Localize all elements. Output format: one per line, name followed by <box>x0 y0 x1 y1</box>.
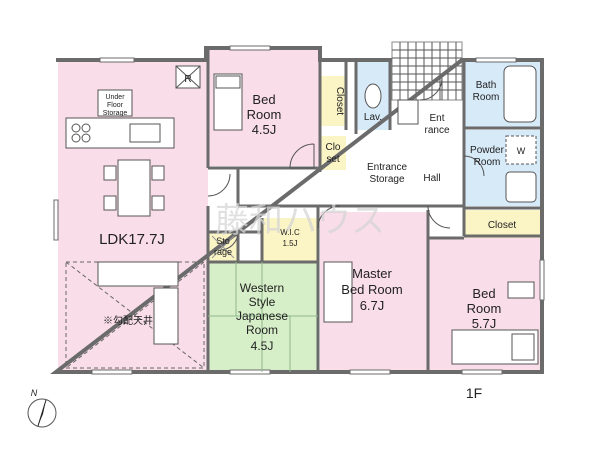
washer-mark: W <box>517 146 526 156</box>
compass-north-label: N <box>31 388 38 398</box>
ceiling-slope-box <box>65 261 205 369</box>
entrance-line1: Ent <box>429 113 444 124</box>
bedroom-top-name: Bed <box>252 92 275 107</box>
dining-table <box>103 159 165 217</box>
powder-line1: Powder <box>470 145 505 156</box>
bed-furniture-master <box>323 261 353 323</box>
closet-right-label: Closet <box>488 220 517 231</box>
under-floor-line-3: Storage <box>103 110 128 117</box>
entrance-tile <box>391 41 463 101</box>
storage-hatch <box>211 235 235 259</box>
shoe-rack <box>397 99 419 125</box>
bed-right-size: 5.7J <box>472 316 497 331</box>
door-swings <box>207 77 485 251</box>
wic-line1: W.I.C <box>280 228 300 237</box>
closet-small-line2: set <box>326 154 340 165</box>
japanese-line1: Western <box>240 281 284 295</box>
ldk-note: ※勾配天井 <box>103 314 153 327</box>
japanese-line3: Japanese <box>236 309 288 323</box>
r-mark-box <box>175 65 201 89</box>
floor-label: 1F <box>466 385 482 401</box>
bedroom-top-name2: Room <box>247 107 282 122</box>
japanese-line4: Room <box>246 323 278 337</box>
wic-line2: 1.5J <box>282 239 297 248</box>
master-line2: Bed Room <box>341 282 402 297</box>
lav-label: Lav. <box>364 112 382 123</box>
closet-right-area <box>464 210 540 238</box>
entrance-storage-line2: Storage <box>369 174 404 185</box>
bath-line2: Room <box>473 92 500 103</box>
closet-top-label: Closet <box>334 87 345 116</box>
hall-label: Hall <box>423 173 440 184</box>
windows <box>53 45 545 375</box>
japanese-line2: Style <box>249 295 276 309</box>
wic-area <box>262 218 318 262</box>
master-size: 6.7J <box>360 298 385 313</box>
bath-line1: Bath <box>476 80 497 91</box>
powder-line2: Room <box>474 157 501 168</box>
watermark: 藤和ハウス <box>215 201 385 241</box>
tatami-lines <box>208 262 318 372</box>
entrance-storage-line1: Entrance <box>367 162 407 173</box>
storage-line1: Sto <box>216 236 230 246</box>
bedroom-top-size: 4.5J <box>252 122 277 137</box>
storage-line2: rage <box>214 247 232 257</box>
under-floor-line-2: Floor <box>107 102 124 109</box>
closet-small-line1: Clo <box>325 142 340 153</box>
washing-machine-space <box>505 135 537 165</box>
toilet <box>364 83 382 109</box>
ldk-label: LDK17.7J <box>99 231 165 248</box>
compass-icon <box>27 398 57 428</box>
under-floor-storage-box <box>97 89 133 117</box>
under-floor-line-1: Under <box>105 94 125 101</box>
bed-right-line2: Room <box>467 301 502 316</box>
bathtub <box>503 65 537 123</box>
japanese-size: 4.5J <box>251 339 274 353</box>
r-mark: R <box>184 74 191 85</box>
master-line1: Master <box>352 266 392 281</box>
entrance-line2: rance <box>424 125 449 136</box>
kitchen-counter <box>65 117 175 149</box>
bed-right-line1: Bed <box>472 286 495 301</box>
closet-top-area <box>320 76 346 126</box>
sink <box>505 171 537 203</box>
japanese-room-area <box>208 262 318 372</box>
